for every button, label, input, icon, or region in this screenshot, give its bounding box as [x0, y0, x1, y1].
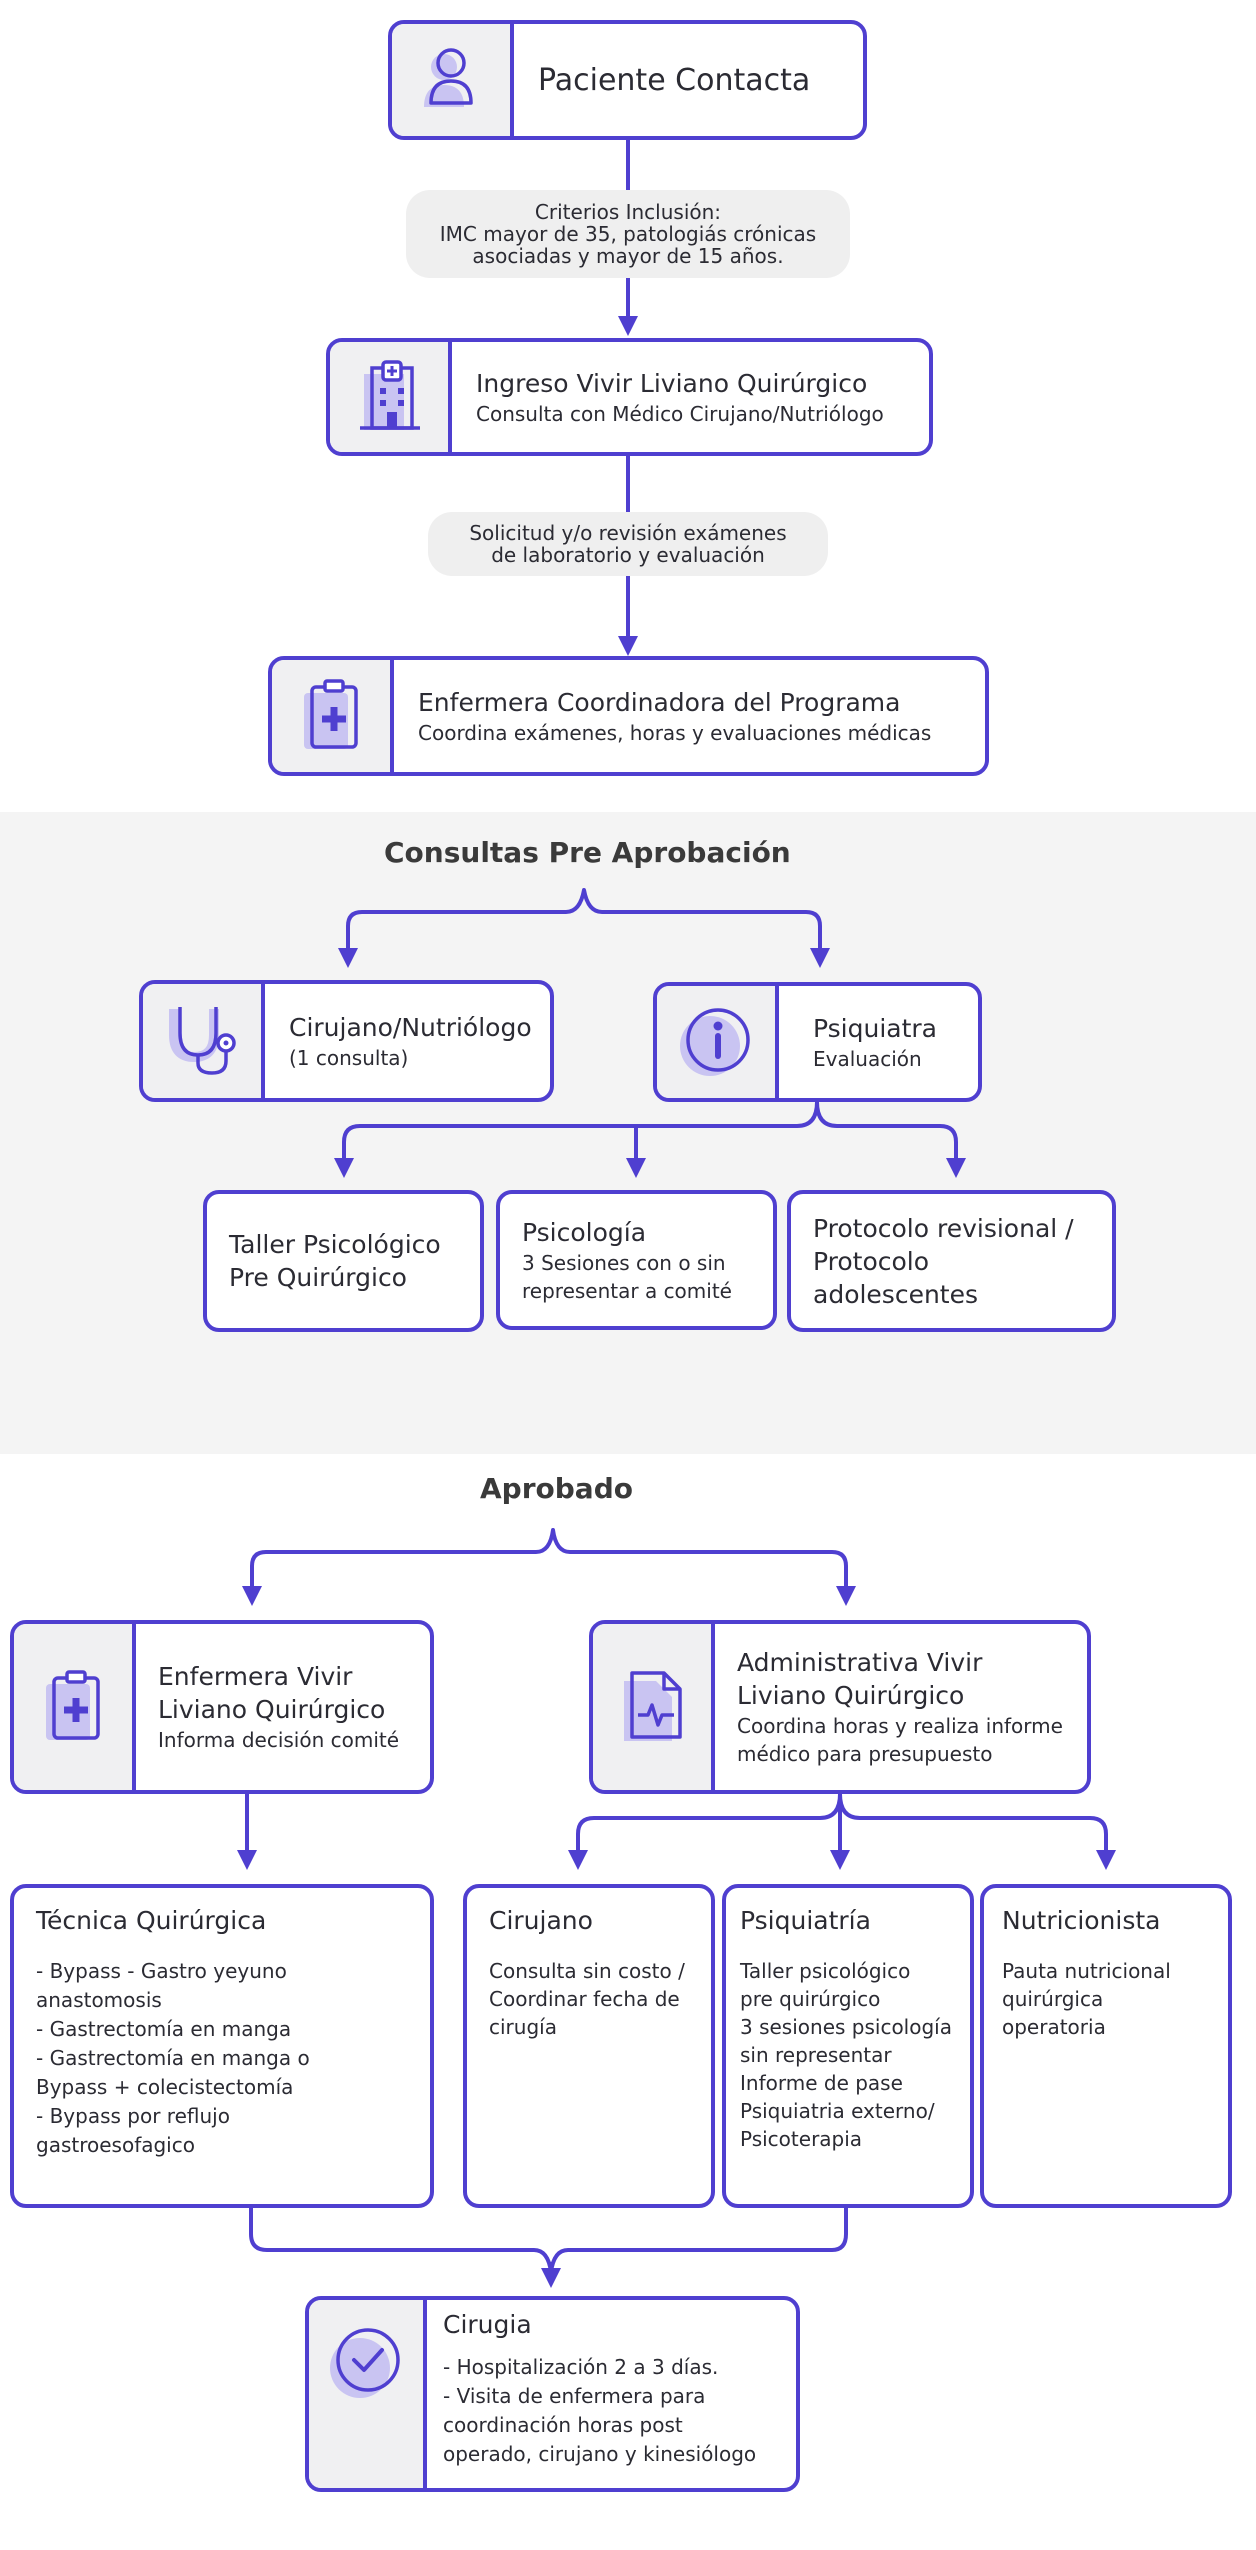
psychiatrist-title: Psiquiatra [813, 1013, 937, 1043]
surgery-item: - Visita de enfermera para coordinación … [443, 2384, 757, 2466]
approved-nurse-icon-cell [14, 1624, 136, 1790]
approved-nurse-title: Enfermera Vivir Liviano Quirúrgico [158, 1662, 386, 1724]
approved-heading: Aprobado [480, 1472, 633, 1505]
surgery-box: Cirugia - Hospitalización 2 a 3 días. - … [305, 2296, 800, 2492]
approved-surgeon-box: Cirujano Consulta sin costo / Coordinar … [463, 1884, 715, 2208]
ingreso-title: Ingreso Vivir Liviano Quirúrgico [476, 368, 868, 398]
ingreso-subtitle: Consulta con Médico Cirujano/Nutriólogo [476, 401, 884, 426]
protocol-title: Protocolo revisional / Protocolo adolesc… [813, 1213, 1074, 1309]
psychiatry-title: Psiquiatría [740, 1906, 871, 1935]
info-icon [680, 1008, 750, 1076]
patient-icon-cell [392, 24, 514, 136]
technique-title: Técnica Quirúrgica [36, 1906, 267, 1935]
user-icon [424, 48, 473, 107]
admin-subtitle: Coordina horas y realiza informe médico … [737, 1714, 1063, 1766]
coordinator-nurse-box: Enfermera Coordinadora del Programa Coor… [268, 656, 989, 776]
pre-approval-band [0, 812, 1256, 1454]
protocol-box: Protocolo revisional / Protocolo adolesc… [787, 1190, 1116, 1332]
admin-title: Administrativa Vivir Liviano Quirúrgico [737, 1648, 983, 1710]
psychiatrist-box: Psiquiatra Evaluación [653, 982, 982, 1102]
psychiatry-box: Psiquiatría Taller psicológico pre quirú… [722, 1884, 974, 2208]
admin-box: Administrativa Vivir Liviano Quirúrgico … [589, 1620, 1091, 1794]
psychology-title: Psicología [522, 1217, 647, 1247]
surgery-list: - Hospitalización 2 a 3 días. - Visita d… [443, 2353, 784, 2469]
clipboard-plus-icon [304, 679, 358, 749]
nutritionist-subtitle: Pauta nutricional quirúrgica operatoria [1002, 1959, 1171, 2039]
pre-surgeon-box: Cirujano/Nutriólogo (1 consulta) [139, 980, 554, 1102]
workshop-box: Taller Psicológico Pre Quirúrgico [203, 1190, 484, 1332]
surgery-title: Cirugia [443, 2310, 532, 2339]
technique-item: - Bypass - Gastro yeyuno anastomosis [36, 1959, 287, 2012]
approved-nurse-box: Enfermera Vivir Liviano Quirúrgico Infor… [10, 1620, 434, 1794]
ingreso-icon-cell [330, 342, 452, 452]
technique-box: Técnica Quirúrgica - Bypass - Gastro yey… [10, 1884, 434, 2208]
admin-icon-cell [593, 1624, 715, 1790]
technique-list: - Bypass - Gastro yeyuno anastomosis - G… [36, 1957, 412, 2160]
psychiatry-subtitle: Taller psicológico pre quirúrgico 3 sesi… [740, 1959, 952, 2151]
technique-item: - Bypass por reflujo gastroesofagico [36, 2104, 230, 2157]
surgery-icon-cell [309, 2300, 427, 2488]
medical-report-icon [624, 1671, 682, 1741]
technique-item: - Gastrectomía en manga [36, 2017, 292, 2041]
pre-approval-heading: Consultas Pre Aprobación [384, 836, 791, 869]
hospital-icon [360, 360, 420, 430]
psychiatrist-subtitle: Evaluación [813, 1046, 922, 1071]
criteria-pill: Criterios Inclusión: IMC mayor de 35, pa… [406, 190, 850, 278]
patient-contact-box: Paciente Contacta [388, 20, 867, 140]
psychology-box: Psicología 3 Sesiones con o sin represen… [496, 1190, 777, 1330]
pre-surgeon-title: Cirujano/Nutriólogo [289, 1012, 532, 1042]
coordinator-icon-cell [272, 660, 394, 772]
psychology-subtitle: 3 Sesiones con o sin representar a comit… [522, 1250, 732, 1303]
coordinator-title: Enfermera Coordinadora del Programa [418, 687, 901, 717]
stethoscope-icon [169, 1007, 236, 1075]
clipboard-plus-icon [46, 1670, 100, 1740]
surgery-item: - Hospitalización 2 a 3 días. [443, 2355, 719, 2379]
coordinator-subtitle: Coordina exámenes, horas y evaluaciones … [418, 720, 932, 745]
approved-surgeon-title: Cirujano [489, 1906, 593, 1935]
ingreso-box: Ingreso Vivir Liviano Quirúrgico Consult… [326, 338, 933, 456]
workshop-title: Taller Psicológico Pre Quirúrgico [229, 1230, 441, 1292]
approved-surgeon-subtitle: Consulta sin costo / Coordinar fecha de … [489, 1959, 685, 2039]
check-circle-icon [330, 2328, 400, 2398]
patient-contact-title: Paciente Contacta [538, 62, 811, 98]
pre-surgeon-icon-cell [143, 984, 265, 1098]
technique-item: - Gastrectomía en manga o Bypass + colec… [36, 2046, 310, 2099]
nutritionist-title: Nutricionista [1002, 1906, 1161, 1935]
pre-surgeon-subtitle: (1 consulta) [289, 1045, 409, 1070]
approved-nurse-subtitle: Informa decisión comité [158, 1728, 400, 1752]
labs-pill: Solicitud y/o revisión exámenes de labor… [428, 512, 828, 576]
nutritionist-box: Nutricionista Pauta nutricional quirúrgi… [980, 1884, 1232, 2208]
psychiatrist-icon-cell [657, 986, 779, 1098]
